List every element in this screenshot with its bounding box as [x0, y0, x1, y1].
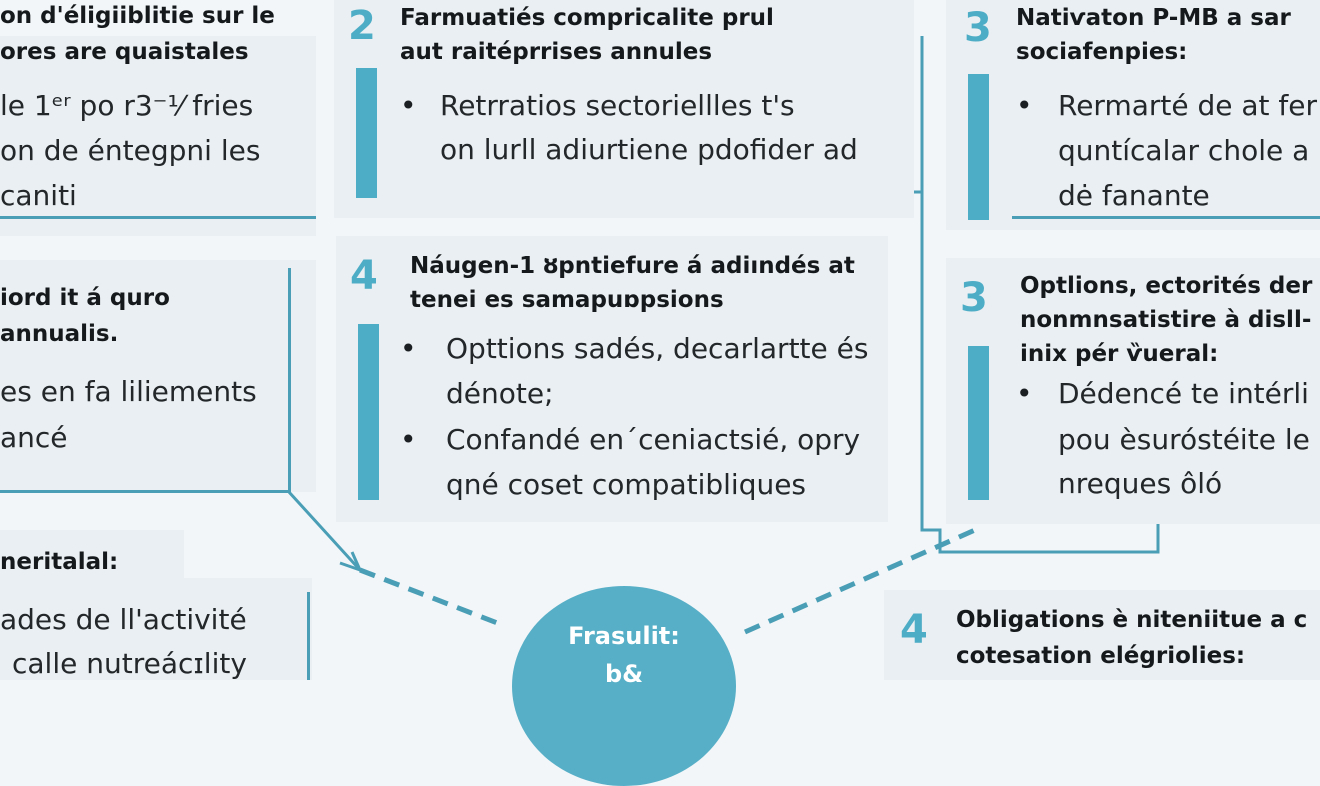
card-annual — [0, 260, 316, 492]
bullet-icon: • — [400, 89, 417, 122]
card-step-3 — [946, 0, 1320, 230]
step-number: 2 — [348, 3, 376, 49]
card-step-4b — [884, 590, 1320, 680]
bullet-line: Retrratios sectoriellles t's — [440, 89, 795, 122]
accent-bar — [968, 74, 989, 220]
step-number: 3 — [960, 275, 988, 321]
card-title-line: iord it á quro — [0, 285, 170, 311]
card-body-line: ades de ll'activité — [0, 603, 247, 636]
card-title-line: Farmuatiés compricalite prul — [400, 5, 774, 31]
bullet-line: pou èsuróstéite le — [1058, 423, 1310, 456]
card-step-4 — [336, 236, 888, 522]
bullet-line: Rermarté de at fer — [1058, 89, 1318, 122]
center-node-sub: b& — [604, 660, 644, 688]
bullet-line: on lurll adiurtiene pdofider ad — [440, 133, 858, 166]
card-body-line: ancé — [0, 421, 68, 454]
card-activity — [0, 530, 184, 580]
accent-bar — [968, 346, 989, 500]
accent-bar — [358, 324, 379, 500]
step-number: 4 — [350, 253, 378, 299]
bullet-line: dė fanante — [1058, 179, 1210, 212]
card-body-line: on de éntegpni les — [0, 134, 261, 167]
card-title-line: Obligations è niteniitue a c — [956, 607, 1308, 633]
bullet-icon: • — [1016, 89, 1033, 122]
card-body-line: es en fa liliements — [0, 375, 257, 408]
card-title-line: sociafenpies: — [1016, 39, 1188, 65]
card-title-line: inix pér ѷueral: — [1020, 341, 1219, 367]
card-body-line: le 1ᵉʳ po r3⁻⅟ fries — [0, 89, 254, 122]
card-title-line: Optlions, ectorités der — [1020, 273, 1313, 299]
step-number: 4 — [900, 607, 928, 653]
bullet-icon: • — [400, 423, 417, 456]
bullet-line: nreques ôló — [1058, 467, 1223, 500]
bullet-line: Opttions sadés, decarlartte és — [446, 332, 869, 365]
card-eligibility — [0, 36, 316, 236]
bullet-line: dénote; — [446, 377, 554, 410]
bullet-icon: • — [400, 332, 417, 365]
bullet-line: quntícalar chole a — [1058, 134, 1310, 167]
card-activity-body — [0, 578, 312, 680]
card-title-line: ores are quaistales — [0, 39, 249, 65]
step-number: 3 — [964, 5, 992, 51]
center-node-label: Frasulit: — [568, 622, 680, 650]
card-title-line: aut raitéprrises annules — [400, 39, 713, 65]
card-title-line: Náugen-1 ȣpntiefure á adiındés at — [410, 253, 855, 279]
bullet-line: qné coset compatibliques — [446, 468, 807, 501]
card-body-line: calle nutreácɪlity — [12, 647, 247, 680]
card-step-3b — [946, 258, 1320, 524]
card-title-line: nonmnsatistire à disll- — [1020, 307, 1312, 333]
card-title-line: neritalal: — [0, 549, 119, 575]
bullet-line: Dédencé te intérli — [1058, 377, 1309, 410]
card-body-line: caniti — [0, 179, 77, 212]
card-border — [307, 592, 310, 680]
accent-bar — [356, 68, 377, 198]
card-title-line: cotesation elégriolies: — [956, 643, 1246, 669]
card-border — [0, 490, 290, 493]
center-node: Frasulit: b& — [512, 586, 736, 786]
bullet-line: Confandé en´ceniactsié, opry — [446, 423, 861, 456]
divider — [1012, 216, 1320, 219]
card-step-2 — [334, 0, 914, 218]
card-title-line: Natiѵaton P-MB a sar — [1016, 5, 1291, 31]
card-title-line: on d'éligiiblitie sur le — [0, 3, 275, 29]
card-title-line: tenei es samapuɒpsions — [410, 287, 724, 313]
divider — [0, 216, 316, 219]
card-border — [288, 268, 291, 492]
bullet-icon: • — [1016, 377, 1033, 410]
card-title-line: annualis. — [0, 321, 119, 347]
